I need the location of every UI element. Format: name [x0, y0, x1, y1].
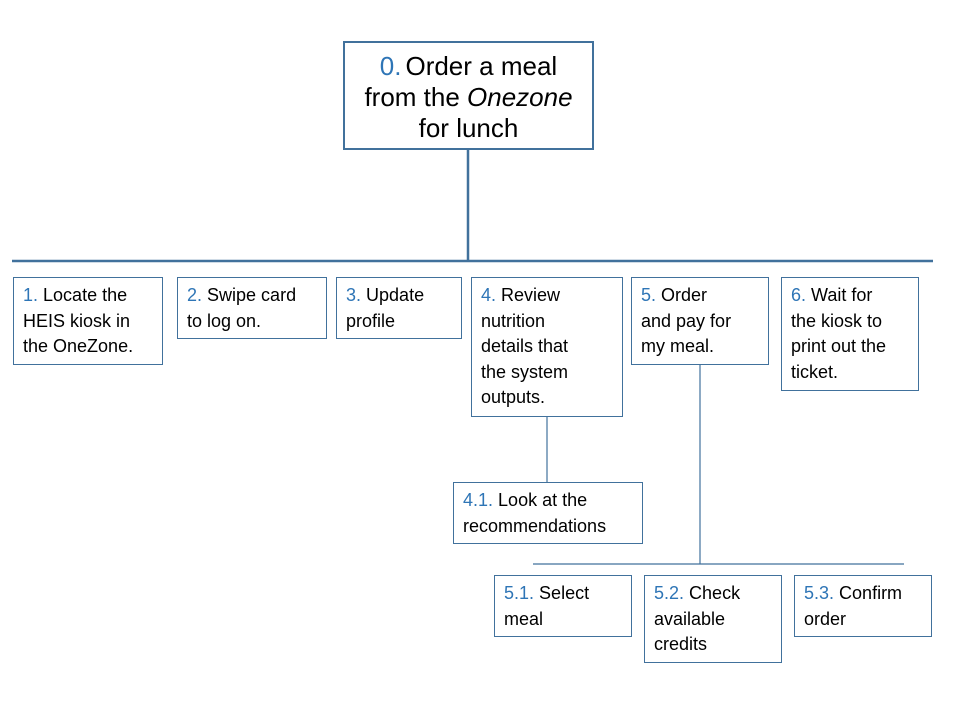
- step-5-1-text-line: meal: [504, 608, 544, 629]
- step-5-number: 5.: [641, 285, 657, 305]
- step-4-text-line: outputs.: [481, 387, 546, 407]
- root-number: 0.: [379, 51, 402, 81]
- step-5-text-line: Order: [661, 285, 708, 305]
- step-6-box: 6. Wait for the kiosk to print out the tick…: [781, 277, 919, 391]
- step-5-1-box: 5.1. Select meal: [494, 575, 632, 637]
- step-4-text-line: the system: [481, 361, 569, 382]
- step-1-text-line: Locate the: [43, 285, 128, 305]
- step-2-text-line: Swipe card: [207, 285, 297, 305]
- step-5-text-line: and pay for: [641, 310, 732, 331]
- step-4-1-text-line: recommendations: [463, 515, 607, 536]
- step-4-1-text-line: Look at the: [498, 490, 588, 510]
- root-line-1: 0.Order a meal: [351, 51, 586, 82]
- step-5-3-box: 5.3. Confirm order: [794, 575, 932, 637]
- step-5-box: 5. Order and pay for my meal.: [631, 277, 769, 365]
- step-1-text-line: HEIS kiosk in: [23, 310, 131, 331]
- step-4-text-line: details that: [481, 336, 569, 356]
- step-1-text-line: the OneZone.: [23, 336, 134, 356]
- step-1-number: 1.: [23, 285, 39, 305]
- step-5-3-text-line: order: [804, 608, 847, 629]
- step-5-1-number: 5.1.: [504, 583, 535, 603]
- root-line-2-prefix: from the: [364, 82, 468, 112]
- root-line-2: from the Onezone: [351, 82, 586, 113]
- step-5-text-line: my meal.: [641, 336, 715, 356]
- step-3-box: 3. Update profile: [336, 277, 462, 339]
- step-5-2-text-line: credits: [654, 634, 708, 654]
- step-3-text-line: Update: [366, 285, 425, 305]
- step-5-3-number: 5.3.: [804, 583, 835, 603]
- step-5-2-text-line: Check: [689, 583, 741, 603]
- step-4-1-box: 4.1. Look at the recommendations: [453, 482, 643, 544]
- step-4-number: 4.: [481, 285, 497, 305]
- step-5-3-text-line: Confirm: [839, 583, 903, 603]
- step-5-1-text-line: Select: [539, 583, 590, 603]
- step-5-2-box: 5.2. Check available credits: [644, 575, 782, 663]
- step-5-2-number: 5.2.: [654, 583, 685, 603]
- step-3-text-line: profile: [346, 310, 396, 331]
- step-6-text-line: ticket.: [791, 361, 839, 382]
- step-6-number: 6.: [791, 285, 807, 305]
- step-2-box: 2. Swipe card to log on.: [177, 277, 327, 339]
- step-4-text-line: nutrition: [481, 310, 546, 331]
- root-goal-box: 0.Order a meal from the Onezone for lunc…: [343, 41, 594, 150]
- step-3-number: 3.: [346, 285, 362, 305]
- step-6-text-line: the kiosk to: [791, 310, 883, 331]
- root-line-3: for lunch: [418, 113, 519, 143]
- root-line-2-emphasis: Onezone: [467, 82, 573, 112]
- step-6-text-line: Wait for: [811, 285, 873, 305]
- step-4-text-line: Review: [501, 285, 561, 305]
- root-line-1-text: Order a meal: [405, 51, 558, 81]
- step-6-text-line: print out the: [791, 336, 887, 356]
- step-2-text-line: to log on.: [187, 310, 262, 331]
- step-4-box: 4. Review nutrition details that the system…: [471, 277, 623, 417]
- step-2-number: 2.: [187, 285, 203, 305]
- step-4-1-number: 4.1.: [463, 490, 494, 510]
- step-5-2-text-line: available: [654, 608, 726, 629]
